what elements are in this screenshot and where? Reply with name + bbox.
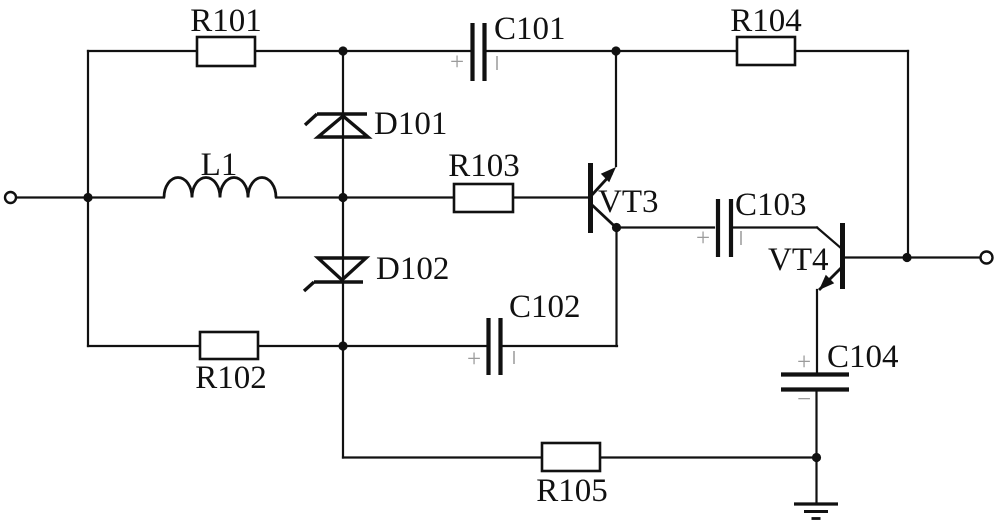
transistor-arrow bbox=[819, 274, 835, 290]
resistor-r101: R101 bbox=[190, 3, 262, 68]
junction-dot bbox=[338, 341, 348, 351]
input-terminal bbox=[3, 190, 18, 205]
capacitor-label: C102 bbox=[509, 289, 581, 325]
diode-triangle bbox=[313, 256, 371, 283]
diode-label: D102 bbox=[376, 251, 449, 287]
inductor-l1: L1 bbox=[162, 147, 278, 198]
resistor-body bbox=[198, 330, 260, 361]
transistor-vt3: VT3 bbox=[588, 163, 659, 233]
capacitor-label: C104 bbox=[827, 339, 899, 375]
junction-dot bbox=[902, 252, 912, 263]
capacitor-c101: C101 + bbox=[450, 11, 566, 81]
transistor-vt4: VT4 bbox=[768, 223, 845, 291]
diode-d101: D101 bbox=[303, 106, 447, 142]
resistor-label: R101 bbox=[190, 3, 262, 39]
junction-dot bbox=[811, 452, 822, 463]
capacitor-c103: C103 + bbox=[696, 187, 807, 257]
capacitor-label: C101 bbox=[494, 11, 566, 47]
diode-d102: D102 bbox=[302, 251, 449, 293]
resistor-r105: R105 bbox=[536, 441, 608, 509]
polarity-minus: − bbox=[797, 386, 811, 413]
diode-triangle bbox=[313, 113, 373, 139]
transistor-label: VT3 bbox=[598, 184, 659, 220]
resistor-label: R102 bbox=[195, 360, 267, 396]
junction-dot bbox=[338, 46, 348, 56]
resistor-body bbox=[452, 182, 515, 214]
junction-dot bbox=[611, 222, 622, 233]
diode-cathode-tail bbox=[302, 280, 316, 293]
resistor-body bbox=[540, 441, 602, 473]
capacitor-c104: C104 + − bbox=[781, 339, 899, 413]
transistor-arrow bbox=[600, 167, 616, 183]
ground-symbol bbox=[794, 502, 838, 520]
polarity-plus: + bbox=[696, 225, 710, 252]
wire-vt4-collector-diagonal bbox=[815, 225, 844, 251]
junction-dot bbox=[83, 192, 93, 203]
resistor-label: R105 bbox=[536, 473, 608, 509]
junction-dot bbox=[338, 192, 348, 203]
resistor-r103: R103 bbox=[448, 148, 520, 214]
resistor-r104: R104 bbox=[730, 3, 802, 67]
diode-label: D101 bbox=[374, 106, 447, 142]
inductor-coils bbox=[162, 176, 278, 198]
resistor-label: R104 bbox=[730, 3, 802, 39]
polarity-plus: + bbox=[450, 49, 464, 76]
polarity-plus: + bbox=[467, 346, 481, 373]
inductor-label: L1 bbox=[201, 147, 238, 183]
diode-cathode-tail bbox=[303, 112, 319, 127]
capacitor-c102: C102 + bbox=[467, 289, 581, 375]
resistor-label: R103 bbox=[448, 148, 520, 184]
wires bbox=[14, 49, 982, 506]
polarity-plus: + bbox=[797, 349, 811, 376]
transistor-label: VT4 bbox=[768, 242, 829, 278]
resistor-r102: R102 bbox=[195, 330, 267, 396]
transistor-lower-lead bbox=[590, 202, 618, 230]
junction-dot bbox=[611, 46, 621, 56]
resistor-body bbox=[195, 35, 257, 68]
resistor-body bbox=[735, 35, 797, 67]
output-terminal bbox=[979, 250, 994, 265]
junction-dots bbox=[83, 46, 912, 463]
capacitor-label: C103 bbox=[735, 187, 807, 223]
